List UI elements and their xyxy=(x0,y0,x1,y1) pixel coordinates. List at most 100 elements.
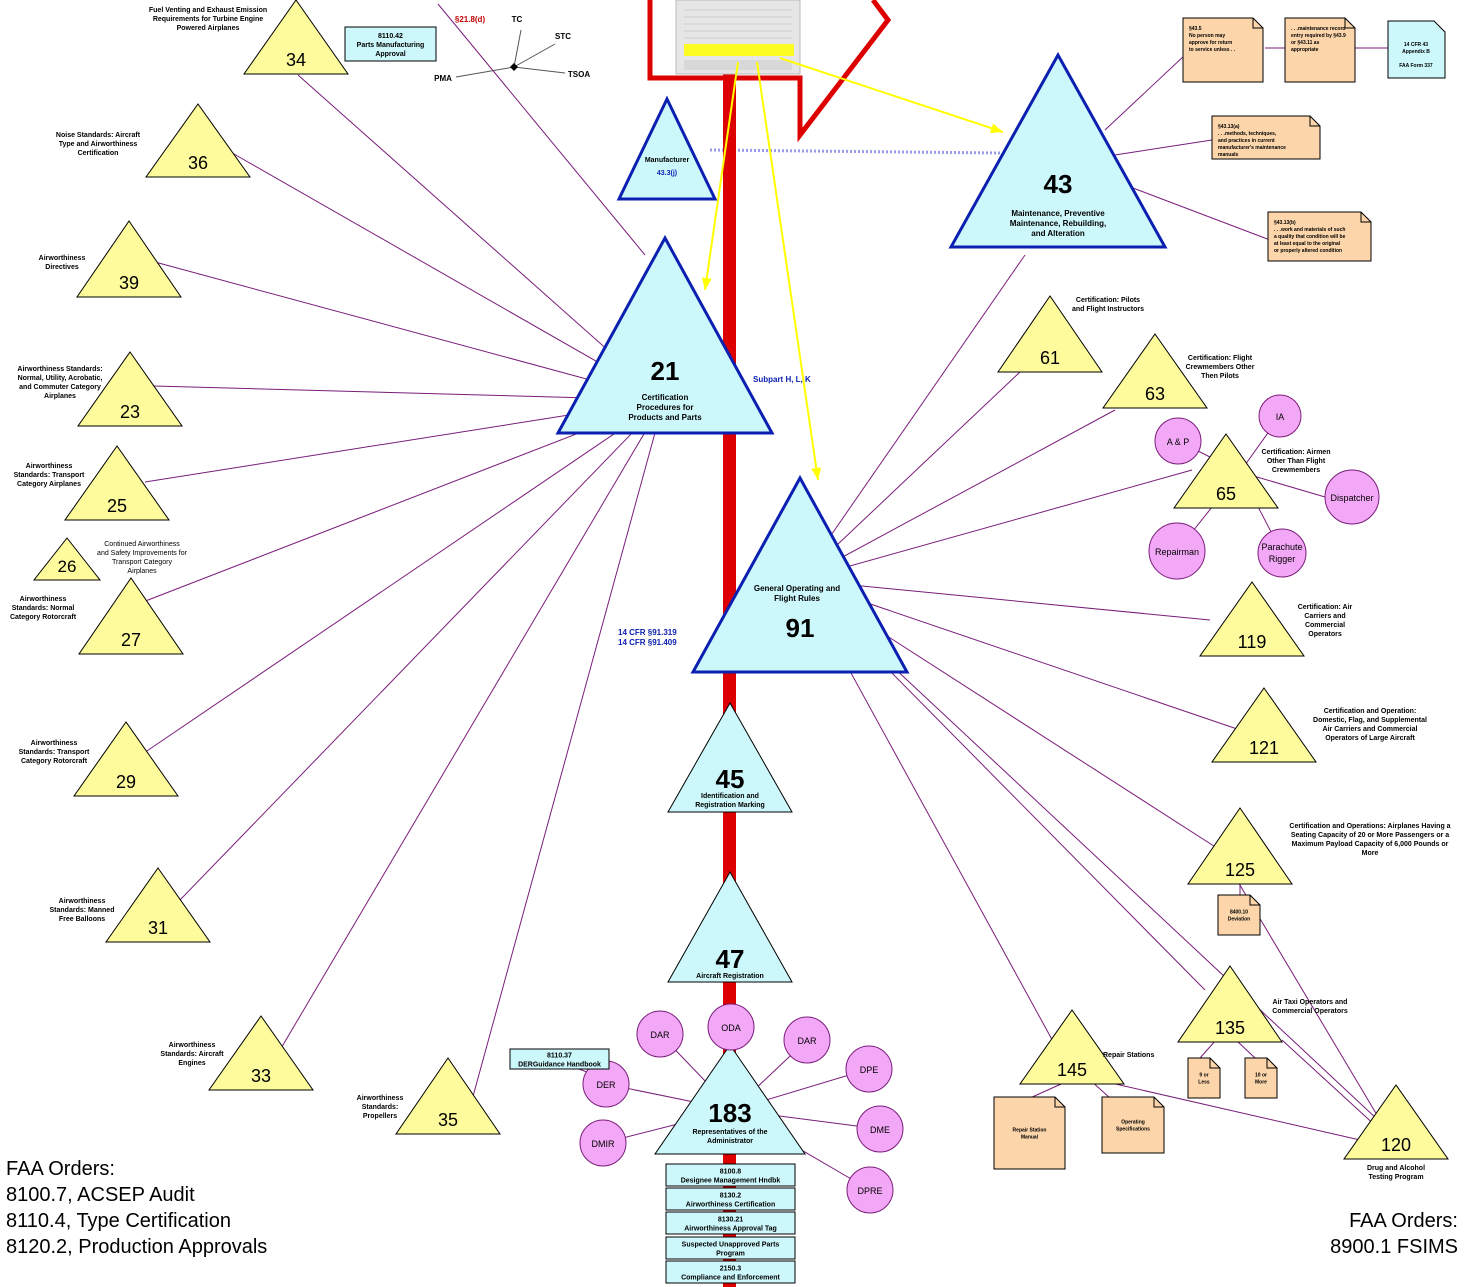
part-63-triangle xyxy=(1102,333,1208,409)
branch-line-0 xyxy=(513,29,522,68)
note-43-13a-fold xyxy=(1309,116,1320,127)
faa-order-item: 8120.2, Production Approvals xyxy=(6,1236,268,1258)
unapproved-parts-box-label: Program xyxy=(716,1251,745,1258)
note-43-13b-label: or properly altered condition xyxy=(1274,248,1342,254)
unapproved-parts-box-label: Suspected Unapproved Parts xyxy=(682,1242,780,1249)
part-36-title: Certification xyxy=(78,150,119,157)
part-145-title: Repair Stations xyxy=(1103,1052,1154,1059)
part-29-title: Airworthiness xyxy=(31,740,78,747)
part-121-title: Operators of Large Aircraft xyxy=(1325,735,1415,742)
note-operating-specifications-label: Specifications xyxy=(1116,1127,1150,1133)
part-36-number: 36 xyxy=(188,153,208,173)
order-8110-42-box xyxy=(344,26,437,62)
section-21-8d: §21.8(d) xyxy=(455,15,486,24)
connector-line-p36 xyxy=(226,149,665,401)
part-27-title: Standards: Normal xyxy=(12,605,75,612)
part-47-triangle xyxy=(667,870,793,983)
part-65-title: Crewmembers xyxy=(1272,467,1320,474)
part-121-number: 121 xyxy=(1249,738,1279,758)
part-125-triangle xyxy=(1187,807,1293,885)
part-91-title: Flight Rules xyxy=(774,594,820,603)
part-63-title: Certification: Flight xyxy=(1188,355,1253,362)
part-61-number: 61 xyxy=(1040,348,1060,368)
note-43-9-label: entry required by §43.9 xyxy=(1291,33,1346,39)
part-145-triangle xyxy=(1019,1009,1125,1085)
part-119-title: Carriers and xyxy=(1304,613,1345,620)
part-65-title: Certification: Airmen xyxy=(1262,449,1331,456)
part-33-title: Airworthiness xyxy=(169,1042,216,1049)
part-119-title: Commercial xyxy=(1305,622,1345,629)
order-2150-3-box-label: 2150.3 xyxy=(720,1266,742,1273)
dar-circle-right-label: DAR xyxy=(797,1036,817,1046)
part-65-number: 65 xyxy=(1216,484,1236,504)
order-8110-37-box-label: DERGuidance Handbook xyxy=(518,1062,601,1069)
stc-label: STC xyxy=(555,32,571,41)
note-43-13b-label: a quality that condition will be xyxy=(1274,234,1346,240)
part-63-number: 63 xyxy=(1145,384,1165,404)
connector-line-135-120 xyxy=(1281,1039,1379,1129)
part-33-triangle xyxy=(208,1015,314,1091)
part-91-refs: 14 CFR §91.319 xyxy=(618,628,677,637)
faa-order-item: 8900.1 FSIMS xyxy=(1330,1236,1458,1258)
parachute-rigger-circle-label: Parachute xyxy=(1261,542,1302,552)
part-45-number: 45 xyxy=(716,764,745,794)
manufacturer-link xyxy=(709,148,1001,155)
connector-line-p33 xyxy=(279,399,665,1051)
part-31-triangle xyxy=(105,867,211,943)
dpre-circle-label: DPRE xyxy=(857,1186,882,1196)
part-43-title: Maintenance, Rebuilding, xyxy=(1010,219,1106,228)
order-8100-8-box-label: Designee Management Hndbk xyxy=(681,1178,781,1185)
note-9-or-less-fold xyxy=(1209,1058,1220,1069)
note-43-13a-label: §43.13(a) xyxy=(1218,124,1240,130)
connector-line-21-branch xyxy=(437,3,646,256)
arrow-to-43 xyxy=(779,57,1004,133)
dar-circle-left xyxy=(636,1010,684,1058)
part-35-title: Airworthiness xyxy=(357,1095,404,1102)
part-125-number: 125 xyxy=(1225,860,1255,880)
dme-circle-label: DME xyxy=(870,1125,890,1135)
note-43-13a-label: and practices in current xyxy=(1218,138,1275,144)
cfr-43-appendix-b-box xyxy=(1387,20,1446,79)
note-43-9-fold xyxy=(1344,18,1355,29)
part-65-triangle xyxy=(1173,433,1279,509)
note-43-5-fold xyxy=(1252,18,1263,29)
part-33-title: Engines xyxy=(178,1060,205,1067)
faa-orders-right-heading: FAA Orders: xyxy=(1349,1210,1458,1232)
note-operating-specifications-fold xyxy=(1153,1097,1164,1108)
connector-line-145-120 xyxy=(1097,1079,1361,1141)
faa-order-item: 8100.7, ACSEP Audit xyxy=(6,1184,195,1206)
cfr-43-appendix-b-label: Appendix B xyxy=(1402,49,1430,55)
part-34-title: Requirements for Turbine Engine xyxy=(153,16,263,23)
part-120-title: Drug and Alcohol xyxy=(1367,1165,1425,1172)
part-61-title: and Flight Instructors xyxy=(1072,306,1144,313)
part-61-triangle xyxy=(997,295,1103,373)
part-33-number: 33 xyxy=(251,1066,271,1086)
part-45-title: Identification and xyxy=(701,793,759,800)
part-119-number: 119 xyxy=(1238,632,1267,652)
part-135-number: 135 xyxy=(1215,1018,1245,1038)
note-43-9 xyxy=(1284,17,1356,83)
ia-circle xyxy=(1258,394,1302,438)
part-23-title: Normal, Utility, Acrobatic, xyxy=(18,375,103,382)
note-43-5 xyxy=(1182,17,1264,83)
note-repair-station-manual-fold xyxy=(1054,1097,1065,1108)
part-35-title: Propellers xyxy=(363,1113,397,1120)
part-91-title: General Operating and xyxy=(754,584,840,593)
certificate-arrow-outline xyxy=(647,0,892,143)
manufacturer-ref: 43.3(j) xyxy=(657,170,677,177)
connector-line-135-9 xyxy=(1199,1039,1217,1059)
branch-node xyxy=(510,63,518,71)
note-repair-station-manual xyxy=(993,1096,1066,1170)
part-34-triangle xyxy=(243,0,349,75)
unapproved-parts-box xyxy=(665,1236,796,1260)
part-47-number: 47 xyxy=(716,944,745,974)
part-26-title: and Safety Improvements for xyxy=(97,550,188,557)
note-43-13b-fold xyxy=(1360,212,1371,223)
part-29-triangle xyxy=(73,721,179,797)
part-23-triangle xyxy=(77,351,183,427)
part-125-title: Certification and Operations: Airplanes … xyxy=(1289,823,1450,830)
parachute-rigger-circle xyxy=(1257,528,1307,578)
note-43-13a-label: manufacturer's maintenance xyxy=(1218,145,1286,151)
part-45-triangle xyxy=(667,701,793,813)
connector-line-135-10 xyxy=(1235,1039,1256,1059)
